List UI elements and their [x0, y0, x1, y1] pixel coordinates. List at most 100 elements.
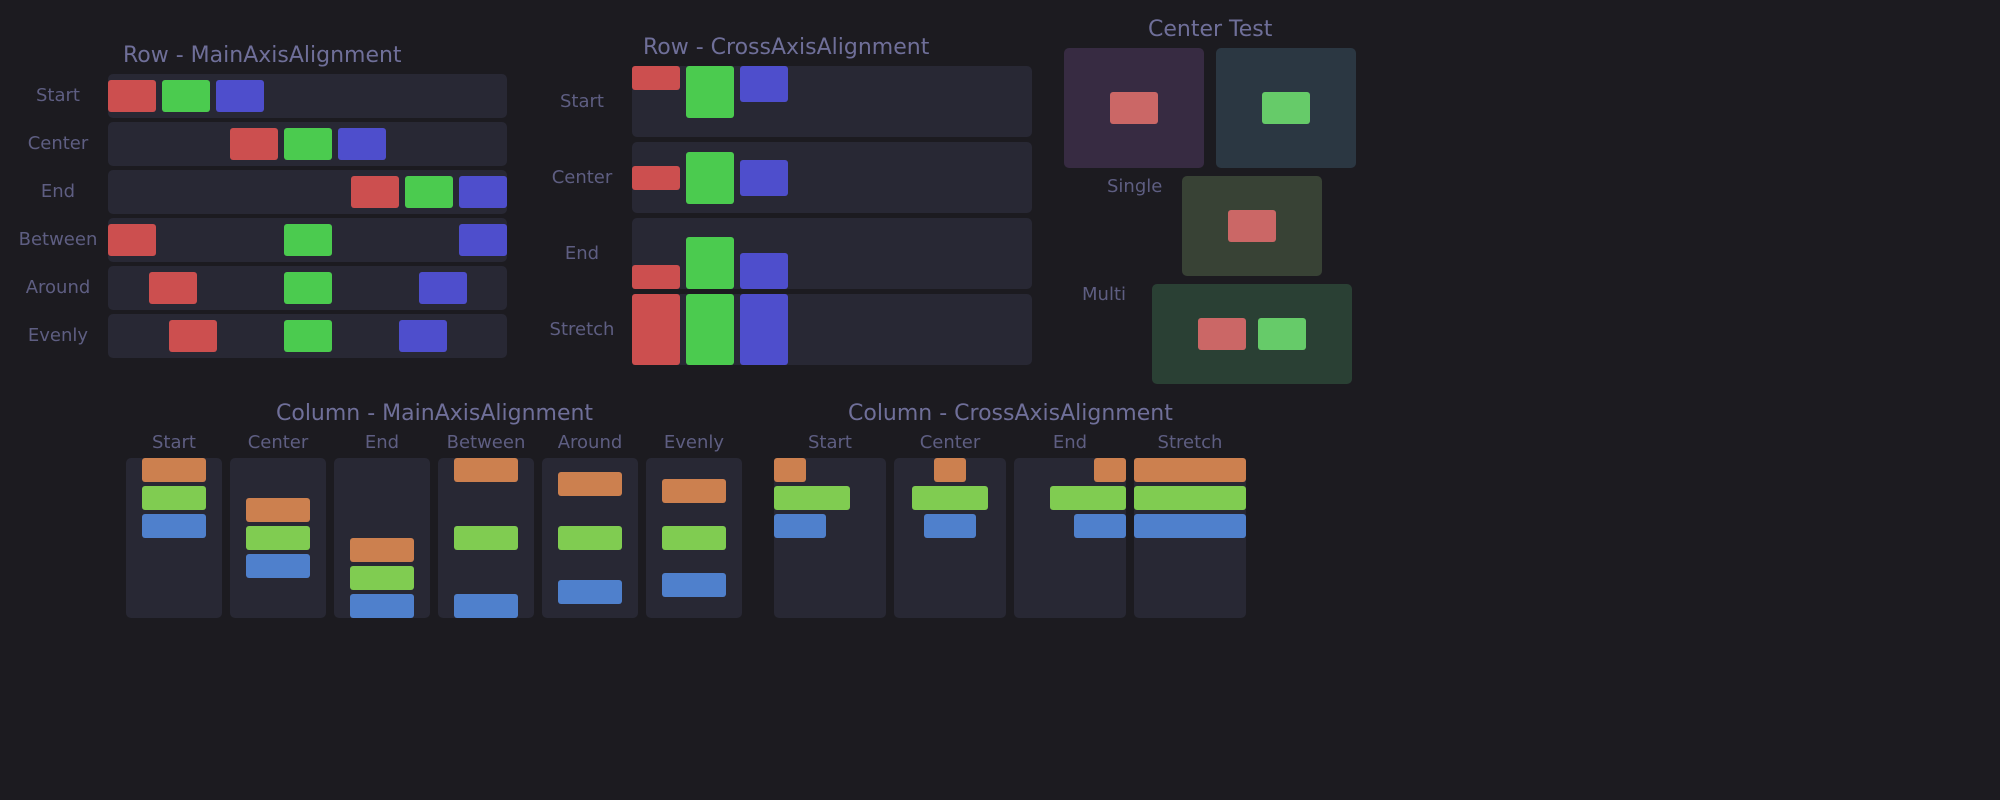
blue-box: [454, 594, 518, 618]
col-cross-end-panel: [1014, 458, 1126, 618]
row-cross-stretch-panel: [632, 294, 1032, 365]
green-box: [686, 237, 734, 289]
center-slate-container: [1216, 48, 1356, 168]
blue-box: [1134, 514, 1246, 538]
col-main-label-around: Around: [557, 432, 623, 453]
orange-box: [1094, 458, 1126, 482]
green-box: [405, 176, 453, 208]
red-box: [632, 66, 680, 90]
green-box: [774, 486, 850, 510]
orange-box: [558, 472, 622, 496]
center-multi-container: [1152, 284, 1352, 384]
red-box: [108, 224, 156, 256]
center-single-label: Single: [1107, 176, 1163, 197]
center-purple-container: [1064, 48, 1204, 168]
blue-box: [399, 320, 447, 352]
orange-box: [142, 458, 206, 482]
green-box: [284, 320, 332, 352]
blue-box: [1074, 514, 1126, 538]
col-main-end-panel: [334, 458, 430, 618]
green-box: [284, 224, 332, 256]
col-cross-center-panel: [894, 458, 1006, 618]
col-cross-title: Column - CrossAxisAlignment: [848, 401, 1173, 426]
blue-box: [246, 554, 310, 578]
green-box: [284, 128, 332, 160]
red-box: [632, 265, 680, 289]
green-box: [1262, 92, 1310, 124]
blue-box: [774, 514, 826, 538]
blue-box: [216, 80, 264, 112]
red-box: [230, 128, 278, 160]
green-box: [246, 526, 310, 550]
col-cross-label-start: Start: [808, 432, 852, 453]
blue-box: [142, 514, 206, 538]
col-main-around-panel: [542, 458, 638, 618]
center-single-container: [1182, 176, 1322, 276]
green-box: [162, 80, 210, 112]
col-main-label-evenly: Evenly: [663, 432, 725, 453]
green-box: [350, 566, 414, 590]
col-cross-stretch-panel: [1134, 458, 1246, 618]
col-cross-label-center: Center: [919, 432, 981, 453]
blue-box: [350, 594, 414, 618]
blue-box: [740, 253, 788, 289]
blue-box: [459, 224, 507, 256]
col-main-center-panel: [230, 458, 326, 618]
green-box: [686, 152, 734, 204]
col-main-label-start: Start: [152, 432, 196, 453]
row-cross-label-end: End: [564, 243, 600, 264]
red-box: [108, 80, 156, 112]
green-box: [686, 294, 734, 365]
row-main-between-panel: [108, 218, 507, 262]
blue-box: [419, 272, 467, 304]
row-main-around-panel: [108, 266, 507, 310]
red-box: [632, 294, 680, 365]
row-cross-end-panel: [632, 218, 1032, 289]
row-cross-label-start: Start: [560, 91, 604, 112]
green-box: [142, 486, 206, 510]
blue-box: [740, 66, 788, 102]
green-box: [558, 526, 622, 550]
orange-box: [934, 458, 966, 482]
red-box: [632, 166, 680, 190]
row-main-label-start: Start: [36, 85, 80, 106]
red-box: [351, 176, 399, 208]
col-main-label-between: Between: [446, 432, 526, 453]
green-box: [686, 66, 734, 118]
orange-box: [774, 458, 806, 482]
row-main-evenly-panel: [108, 314, 507, 358]
green-box: [284, 272, 332, 304]
center-multi-label: Multi: [1082, 284, 1126, 305]
row-main-label-around: Around: [25, 277, 91, 298]
row-cross-title: Row - CrossAxisAlignment: [643, 35, 930, 60]
blue-box: [338, 128, 386, 160]
row-main-center-panel: [108, 122, 507, 166]
col-main-evenly-panel: [646, 458, 742, 618]
blue-box: [924, 514, 976, 538]
blue-box: [558, 580, 622, 604]
row-main-label-center: Center: [27, 133, 89, 154]
blue-box: [662, 573, 726, 597]
green-box: [1050, 486, 1126, 510]
col-main-start-panel: [126, 458, 222, 618]
row-main-title: Row - MainAxisAlignment: [123, 43, 402, 68]
col-cross-start-panel: [774, 458, 886, 618]
col-main-title: Column - MainAxisAlignment: [276, 401, 594, 426]
row-cross-label-center: Center: [551, 167, 613, 188]
center-test-title: Center Test: [1148, 17, 1273, 42]
row-main-start-panel: [108, 74, 507, 118]
red-box: [1198, 318, 1246, 350]
col-cross-label-end: End: [1052, 432, 1088, 453]
red-box: [1228, 210, 1276, 242]
orange-box: [350, 538, 414, 562]
orange-box: [662, 479, 726, 503]
row-cross-start-panel: [632, 66, 1032, 137]
blue-box: [740, 160, 788, 196]
red-box: [169, 320, 217, 352]
col-main-label-center: Center: [247, 432, 309, 453]
row-main-end-panel: [108, 170, 507, 214]
row-cross-center-panel: [632, 142, 1032, 213]
green-box: [912, 486, 988, 510]
blue-box: [740, 294, 788, 365]
row-main-label-end: End: [40, 181, 76, 202]
